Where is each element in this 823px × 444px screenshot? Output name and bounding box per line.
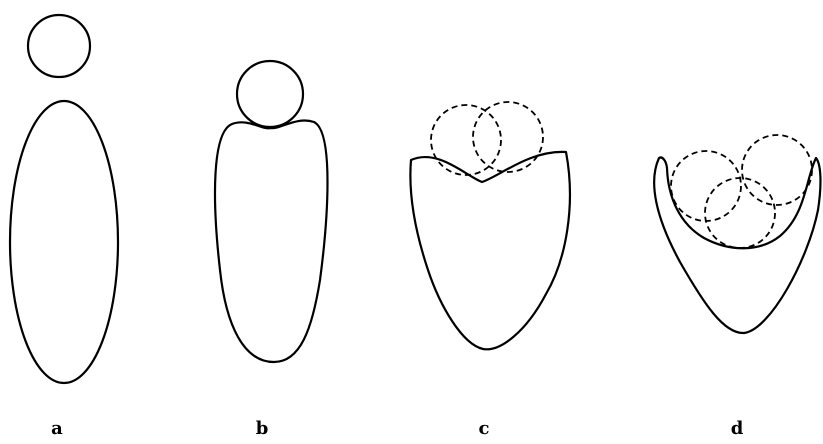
panel-b <box>215 61 327 362</box>
panel-d-crescent-body <box>654 157 820 333</box>
panel-a-elongated-ellipse <box>10 101 118 383</box>
panel-d-dashed-circle-bottom <box>705 178 775 248</box>
panel-c-dashed-circle-left <box>431 105 501 175</box>
panel-b-indented-body <box>215 120 327 362</box>
panel-d <box>654 135 820 333</box>
panel-b-small-circle <box>237 61 303 127</box>
panel-a-small-circle <box>28 15 90 77</box>
panel-d-dashed-circle-top-left <box>671 151 741 221</box>
panel-d-label: d <box>731 420 744 438</box>
panel-d-dashed-circle-top-right <box>742 135 812 205</box>
panel-c-label: c <box>479 420 490 438</box>
panel-a-label: a <box>51 420 63 438</box>
panel-b-label: b <box>256 420 269 438</box>
panel-c-dashed-circle-right <box>473 102 543 172</box>
panel-c-cup-body <box>410 152 570 349</box>
panel-a <box>10 15 118 383</box>
panel-c <box>410 102 570 349</box>
